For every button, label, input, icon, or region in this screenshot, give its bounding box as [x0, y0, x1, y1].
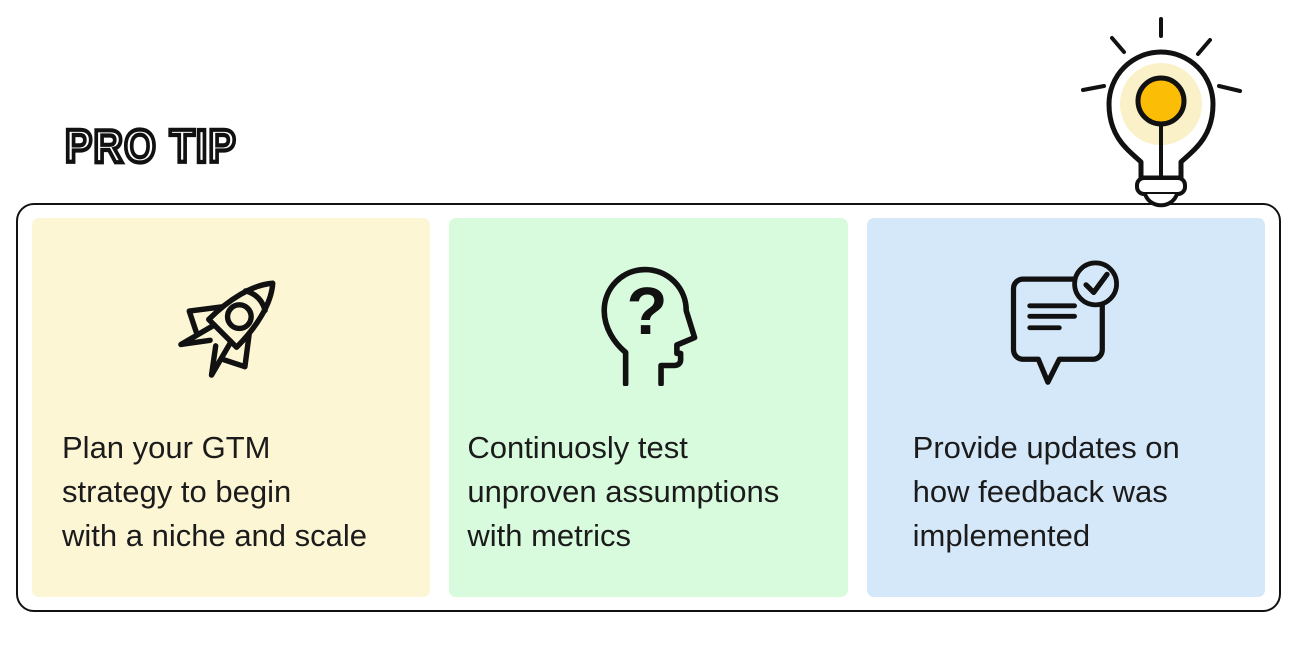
rocket-icon	[32, 218, 430, 386]
page-title: PRO TIP	[62, 116, 272, 176]
chat-check-graphic	[1010, 260, 1119, 385]
lightbulb-filament	[1135, 75, 1187, 127]
lightbulb-base-band	[1135, 176, 1187, 196]
head-question-graphic: ?	[601, 266, 698, 386]
lightbulb-icon	[1078, 2, 1248, 217]
lightbulb-base-dome	[1143, 192, 1179, 208]
rocket-graphic	[178, 280, 276, 378]
tip-text: Continuosly test unproven assumptions wi…	[449, 426, 847, 558]
check-circle	[1072, 260, 1119, 308]
lightbulb-graphic	[1081, 17, 1242, 208]
chat-check-icon	[867, 218, 1265, 386]
tip-text-line: how feedback was	[912, 474, 1168, 509]
tips-row: Plan your GTM strategy to begin with a n…	[32, 218, 1265, 597]
tip-card-gtm: Plan your GTM strategy to begin with a n…	[32, 218, 431, 597]
tip-text-line: strategy to begin	[62, 474, 292, 509]
tip-text-line: with a niche and scale	[62, 518, 368, 553]
tip-card-assumptions: ? Continuosly test unproven assumptions …	[449, 218, 848, 597]
lightbulb-rays	[1081, 17, 1242, 93]
page-title-text: PRO TIP	[63, 118, 238, 174]
tip-text: Plan your GTM strategy to begin with a n…	[32, 426, 430, 558]
tip-text-line: Plan your GTM	[62, 430, 271, 465]
tip-card-feedback: Provide updates on how feedback was impl…	[866, 218, 1265, 597]
question-mark-glyph: ?	[627, 274, 668, 349]
tip-text-line: Continuosly test	[467, 430, 688, 465]
tip-text-line: with metrics	[467, 518, 631, 553]
tips-panel: Plan your GTM strategy to begin with a n…	[16, 203, 1281, 612]
tip-text-line: implemented	[912, 518, 1091, 553]
head-question-icon: ?	[449, 218, 847, 386]
page-title-label: PRO TIP	[65, 120, 237, 172]
check-mark	[1083, 271, 1110, 296]
tip-text-line: Provide updates on	[912, 430, 1180, 465]
tip-text-line: unproven assumptions	[467, 474, 780, 509]
chat-lines	[1027, 303, 1077, 331]
tip-text: Provide updates on how feedback was impl…	[867, 426, 1265, 558]
